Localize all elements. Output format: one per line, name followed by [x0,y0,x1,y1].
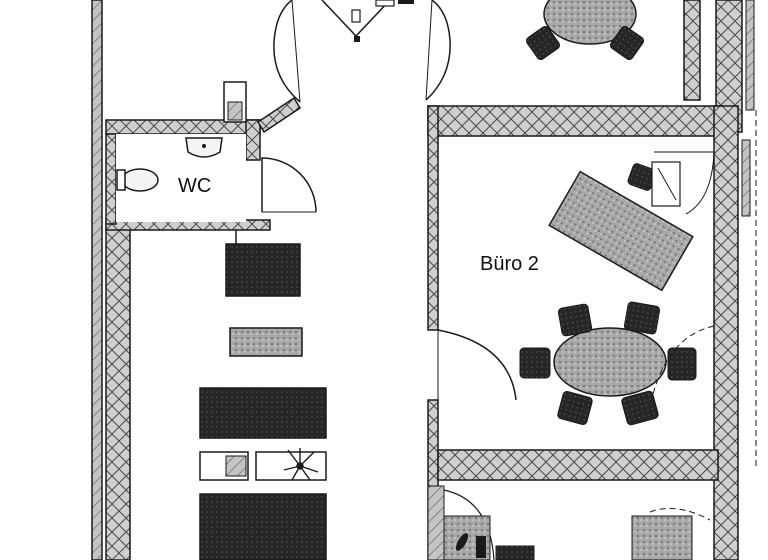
wc-room: WC [116,134,317,222]
window-swing [651,325,715,399]
workstation-dark [225,243,301,297]
chair [623,301,661,335]
desk-door-swing [654,151,715,215]
chair [621,390,659,426]
wc-top-wall [105,119,271,231]
phone-icon [455,533,486,558]
meeting-table-top [543,0,637,45]
sink-icon [185,137,223,158]
plant-box [255,451,327,481]
plant-icon [283,448,319,481]
workstation-dark [199,493,327,560]
chair [667,347,697,381]
office2-label: Büro 2 [480,253,539,275]
workstations [199,230,327,560]
wc-door-swing [261,157,317,213]
workstation-dark [199,387,327,439]
chair [525,25,561,61]
office-desk [548,170,694,292]
chair [557,303,593,337]
shaft-small [223,81,247,123]
office2-door-swing [437,329,517,401]
office2-walls [427,105,757,560]
chair [609,25,645,61]
entrance-doors [273,0,451,103]
chair [557,390,593,426]
chair [519,347,551,379]
toilet-icon [116,168,159,192]
wc-label: WC [178,175,211,197]
workstation-light [229,327,303,357]
outer-wall-left [91,0,131,560]
bottom-right-room [427,485,711,560]
meeting-table [553,327,667,397]
office2-room: Büro 2 [480,151,715,426]
diagonal-wall [256,96,302,134]
